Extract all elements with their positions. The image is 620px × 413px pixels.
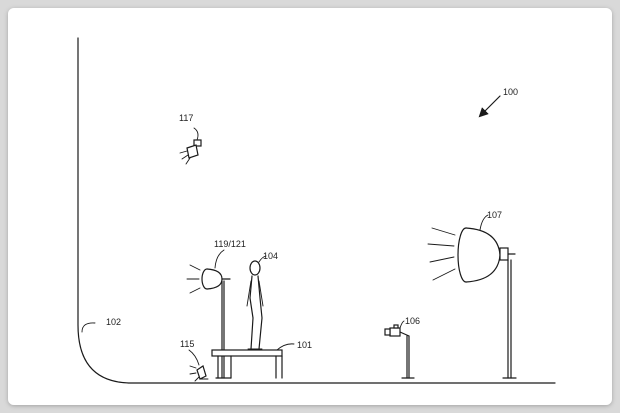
table — [211, 343, 295, 379]
label-backdrop: 102 — [106, 317, 121, 327]
label-large-light: 107 — [487, 210, 502, 220]
overhead-light — [179, 127, 202, 165]
label-floor-light: 115 — [180, 339, 194, 349]
label-subject: 104 — [263, 251, 278, 261]
label-system: 100 — [503, 87, 518, 97]
label-key-light: 119/121 — [214, 239, 246, 249]
floor-light — [188, 349, 209, 382]
subject-figure — [246, 255, 267, 350]
camera — [384, 320, 415, 379]
label-table: 101 — [297, 340, 312, 350]
drawing-sheet — [8, 8, 612, 405]
label-overhead-light: 117 — [179, 113, 193, 123]
backdrop-leader — [81, 322, 96, 333]
key-light — [186, 249, 232, 379]
backdrop-curve — [77, 37, 556, 384]
large-light — [427, 214, 517, 379]
label-camera: 106 — [405, 316, 420, 326]
system-arrow — [478, 95, 501, 118]
